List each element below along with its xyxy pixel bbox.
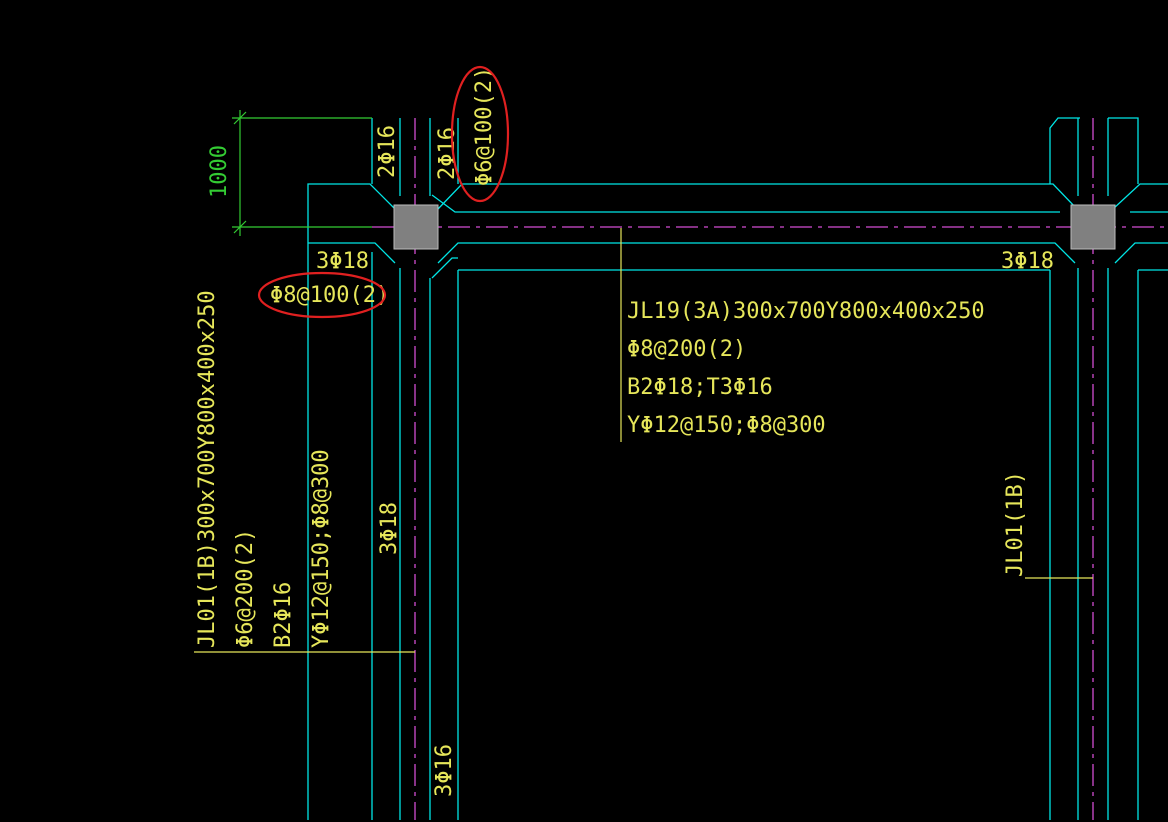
highlight-ring-vertical-stirrup — [450, 65, 510, 203]
dimension-value: 1000 — [207, 145, 232, 198]
leader-lines — [194, 228, 1093, 653]
horizontal-beam-top-edge-mid — [437, 183, 1078, 210]
column-left — [393, 204, 439, 250]
centerlines — [372, 118, 1168, 820]
column-right — [1070, 204, 1116, 250]
jl19-line-2: Φ8@200(2) — [627, 337, 746, 362]
jl01-left-line-2: Φ6@200(2) — [233, 529, 258, 648]
right-vertical-beam-top-right — [1108, 117, 1139, 184]
rebar-label-stirrup-vertical: Φ6@100(2) — [472, 67, 497, 186]
rebar-label-3phi18-right: 3Φ18 — [1001, 249, 1054, 274]
dimension-tick-bottom — [233, 220, 247, 234]
horizontal-beam-inner-bottom — [431, 257, 458, 279]
highlight-ring-horizontal-stirrup — [257, 271, 387, 319]
rebar-label-2phi16-left: 2Φ16 — [375, 125, 400, 178]
dimension-1000 — [232, 110, 372, 236]
right-vertical-beam-top-left — [1049, 117, 1080, 184]
dimension-tick-top — [233, 111, 247, 125]
rebar-label-3phi18-vertical: 3Φ18 — [377, 502, 402, 555]
horizontal-beam-bottom-edge-right — [1114, 242, 1168, 264]
horizontal-beam-bottom-edge-left — [308, 242, 396, 264]
beam-annotation-jl19: JL19(3A)300x700Y800x400x250 Φ8@200(2) B2… — [627, 299, 985, 438]
horizontal-beam-top-edge-right — [1112, 183, 1168, 210]
beam-annotation-jl01-left: JL01(1B)300x700Y800x400x250 Φ6@200(2) B2… — [195, 290, 334, 648]
jl01-left-line-4: YΦ12@150;Φ8@300 — [309, 449, 334, 648]
jl19-line-1: JL19(3A)300x700Y800x400x250 — [627, 299, 985, 324]
jl01-right-line-1: JL01(1B) — [1003, 471, 1028, 577]
jl19-line-4: YΦ12@150;Φ8@300 — [627, 413, 826, 438]
jl01-left-line-3: B2Φ16 — [271, 582, 296, 648]
rebar-label-3phi18-left: 3Φ18 — [316, 249, 369, 274]
beam-outlines — [307, 117, 1168, 820]
rebar-label-stirrup-horizontal: Φ8@100(2) — [270, 283, 389, 308]
horizontal-beam-inner-top — [431, 194, 1060, 213]
jl19-line-3: B2Φ18;T3Φ16 — [627, 375, 773, 400]
rebar-label-3phi16-bottom: 3Φ16 — [432, 744, 457, 797]
horizontal-beam-top-edge — [307, 183, 396, 820]
horizontal-beam-bottom-edge-mid — [437, 242, 1076, 264]
jl01-left-line-1: JL01(1B)300x700Y800x400x250 — [195, 290, 220, 648]
